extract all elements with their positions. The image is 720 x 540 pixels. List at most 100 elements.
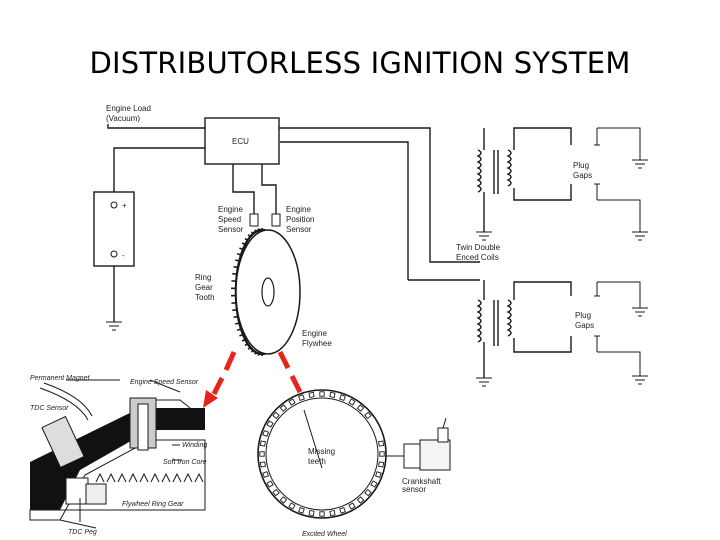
flywheel-tooth <box>239 333 244 337</box>
ring-gear-label-1: Ring <box>195 273 211 282</box>
wheel-tooth <box>364 488 372 497</box>
flywheel-label-1: Engine <box>302 329 327 338</box>
flywheel-tooth <box>250 231 254 235</box>
engine-load-label-1: Engine Load <box>106 104 151 113</box>
wheel-tooth <box>266 420 274 428</box>
wheel-tooth <box>374 471 382 478</box>
flywheel-tooth <box>236 253 242 256</box>
position-sensor-label-2: Position <box>286 215 314 224</box>
flywheel-tooth <box>257 353 260 356</box>
missing-teeth-label-1: Missing <box>308 447 335 456</box>
flywheel-label-2: Flywhee <box>302 339 332 348</box>
sensor-detail-illustration <box>29 379 206 529</box>
wheel-tooth <box>308 510 315 517</box>
speed-sensor-lead <box>232 164 255 214</box>
wheel-tooth <box>298 394 305 402</box>
ground-icon <box>476 231 492 241</box>
ecu-coil-line-2 <box>280 141 409 280</box>
plug-gaps-bottom-label-1: Plug <box>575 311 591 320</box>
battery <box>93 191 135 267</box>
ecu-label: ECU <box>232 137 249 146</box>
wheel-tooth <box>329 391 336 398</box>
engine-flywheel <box>231 228 301 356</box>
flywheel-tooth <box>241 338 246 342</box>
gear-tooth <box>95 472 105 483</box>
battery-terminal-plus <box>110 201 118 209</box>
wheel-tooth <box>319 391 325 397</box>
coil-top <box>476 127 572 232</box>
flywheel-tooth <box>232 272 238 276</box>
engine-speed-sensor-label: Engine Speed Sensor <box>130 379 199 386</box>
wheel-tooth <box>259 440 266 447</box>
wheel-tooth <box>279 496 288 504</box>
wheel-tooth <box>272 411 280 420</box>
engine-load-label-2: (Vacuum) <box>106 114 140 123</box>
flywheel-tooth <box>247 234 251 238</box>
wheel-tooth <box>356 496 365 504</box>
wheel-tooth <box>348 398 356 406</box>
ecu-coil-line <box>279 127 480 263</box>
speed-sensor-label-2: Speed <box>218 215 241 224</box>
flywheel-tooth <box>233 315 239 319</box>
vacuum-line <box>107 124 205 129</box>
gear-tooth <box>150 472 160 483</box>
twin-coils-label-2: Enced Coils <box>456 253 499 262</box>
tdc-peg-label: TDC Peg <box>68 529 97 536</box>
wheel-tooth <box>339 506 346 514</box>
coil-bottom <box>408 279 572 378</box>
flywheel-tooth <box>239 247 244 251</box>
flywheel-tooth <box>244 343 249 347</box>
plug-gaps-top-label-2: Gaps <box>573 171 592 180</box>
wheel-tooth <box>262 471 270 478</box>
wheel-tooth <box>378 461 385 468</box>
plug-gaps-bottom <box>594 281 648 385</box>
flywheel-tooth <box>257 228 260 231</box>
position-sensor-label-1: Engine <box>286 205 311 214</box>
ground-icon <box>106 321 122 331</box>
speed-sensor-label-3: Sensor <box>218 225 244 234</box>
plug-gaps-top-label-1: Plug <box>573 161 589 170</box>
wheel-tooth <box>279 404 288 412</box>
winding-label: Winding <box>182 442 207 449</box>
flywheel-tooth <box>244 237 249 241</box>
gear-tooth <box>172 472 182 483</box>
flywheel-teeth <box>231 228 263 356</box>
flywheel-tooth <box>250 349 254 353</box>
wheel-tooth <box>329 510 336 517</box>
wheel-tooth <box>308 391 315 398</box>
gear-tooth <box>106 472 116 483</box>
wheel-teeth <box>259 391 385 517</box>
flywheel-tooth <box>233 265 239 269</box>
battery-terminal-minus <box>110 250 118 258</box>
wheel-tooth <box>288 502 296 510</box>
wheel-tooth <box>379 451 385 457</box>
ring-gear-label-3: Tooth <box>195 293 215 302</box>
battery-minus-label: - <box>122 251 125 260</box>
permanent-magnet-label: Permanent Magnet <box>30 375 91 382</box>
wheel-tooth <box>370 480 378 488</box>
position-sensor <box>271 213 281 227</box>
flywheel-tooth <box>234 259 240 262</box>
excited-wheel <box>257 389 387 519</box>
wheel-tooth <box>339 394 346 402</box>
ground-icon <box>476 377 492 387</box>
flywheel-tooth <box>234 322 240 325</box>
flywheel-tooth <box>232 308 238 312</box>
gear-tooth <box>117 472 127 483</box>
ecu-battery-line <box>113 147 205 192</box>
wheel-tooth <box>262 430 270 437</box>
flywheel-tooth <box>241 242 246 246</box>
flywheel-tooth <box>236 328 242 331</box>
speed-sensor <box>249 213 259 227</box>
flywheel-tooth <box>254 229 257 233</box>
flywheel-tooth <box>254 351 257 355</box>
gear-tooth <box>183 472 193 483</box>
excited-wheel-label: Excited Wheel <box>302 531 347 538</box>
wheel-tooth <box>259 451 265 457</box>
flywheel-ring-gear-label: Flywheel Ring Gear <box>122 501 184 508</box>
missing-teeth-label-2: teeth <box>308 457 326 466</box>
ring-gear-label-2: Gear <box>195 283 213 292</box>
wheel-tooth <box>319 511 325 517</box>
page-title: DISTRIBUTORLESS IGNITION SYSTEM <box>89 46 631 80</box>
